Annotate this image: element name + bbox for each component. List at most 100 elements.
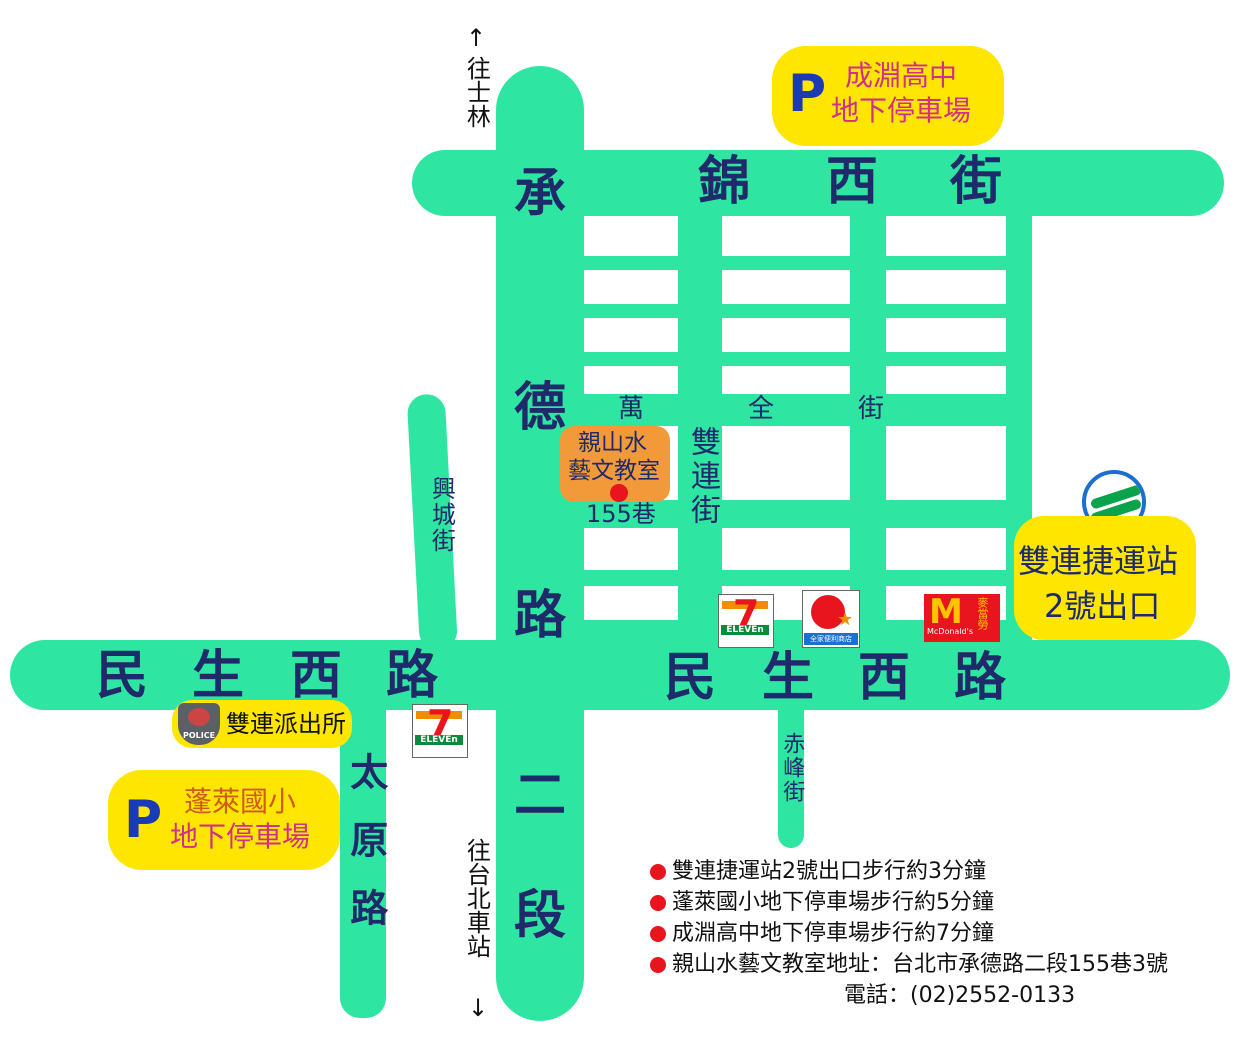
label-xingcheng-street: 興城街: [427, 476, 456, 554]
seven-eleven-stripe: [416, 711, 462, 719]
label-chengde-3: 路: [514, 586, 567, 646]
seven-eleven-text: ELEVEn: [415, 735, 463, 745]
parking-penglai-name: 蓬萊國小: [183, 785, 296, 818]
block: [584, 318, 678, 352]
familymart-star-icon: ★: [837, 609, 854, 630]
block: [886, 426, 1006, 500]
block: [722, 270, 850, 304]
phone-text: 電話：(02)2552-0133: [844, 983, 1076, 1008]
police-badge-text: POLICE: [183, 731, 216, 740]
parking-chengyuan-type: 地下停車場: [830, 94, 971, 127]
label-minsheng-right-1: 民: [664, 648, 717, 708]
block: [886, 216, 1006, 256]
block: [886, 528, 1006, 570]
block: [584, 528, 678, 570]
label-minsheng-left-4: 路: [386, 646, 439, 706]
label-wanquan-1: 萬: [618, 394, 645, 424]
mcdonalds-text: McDonald's: [927, 627, 973, 636]
block: [722, 216, 850, 256]
studio-name-line1: 親山水: [578, 430, 647, 456]
seven-eleven-logo[interactable]: 7 ELEVEn: [718, 594, 774, 648]
studio-name-line2: 藝文教室: [568, 458, 660, 484]
block: [722, 318, 850, 352]
label-minsheng-right-4: 路: [954, 648, 1007, 708]
seven-eleven-text: ELEVEn: [721, 625, 769, 635]
road-minsheng-west-road: [10, 640, 1230, 710]
label-taiyuan-road: 太原路: [343, 752, 388, 956]
familymart-face-icon: [811, 595, 845, 629]
block: [886, 270, 1006, 304]
parking-icon: P: [788, 64, 827, 124]
police-station-label: 雙連派出所: [226, 710, 346, 738]
block: [584, 216, 678, 256]
legend-text: 雙連捷運站2號出口步行約3分鐘: [672, 859, 986, 884]
bullet-icon: [650, 956, 666, 973]
north-arrow: ↑: [466, 24, 487, 52]
parking-penglai-box[interactable]: [108, 770, 340, 870]
parking-icon: P: [124, 790, 163, 850]
legend-text: 親山水藝文教室地址：台北市承德路二段155巷3號: [672, 952, 1168, 977]
legend-item: 親山水藝文教室地址：台北市承德路二段155巷3號: [650, 949, 1168, 980]
north-direction-label: 往士林: [462, 56, 491, 128]
mcdonalds-logo[interactable]: M McDonald's 麥當勞: [924, 594, 1000, 642]
block: [584, 366, 678, 394]
road-chifeng-street: [778, 690, 804, 848]
legend-text: 蓬萊國小地下停車場步行約5分鐘: [672, 890, 994, 915]
seven-eleven-logo[interactable]: 7 ELEVEn: [412, 704, 468, 758]
mcdonalds-arches-icon: M: [929, 592, 963, 632]
bullet-icon: [650, 863, 666, 880]
mrt-station-box[interactable]: [1014, 516, 1196, 640]
mrt-station-name: 雙連捷運站: [1018, 542, 1179, 580]
road-east-block: [584, 200, 1032, 650]
label-chengde-4: 二: [514, 766, 567, 826]
label-jinxi-3: 街: [950, 152, 1003, 212]
bullet-icon: [650, 894, 666, 911]
label-chengde-1: 承: [514, 164, 567, 224]
legend-item: 雙連捷運站2號出口步行約3分鐘: [650, 856, 1168, 887]
label-shuanglian-street: 雙連街: [685, 426, 720, 528]
block: [584, 586, 678, 620]
familymart-text: 全家便利商店: [804, 633, 858, 645]
seven-eleven-stripe: [722, 601, 768, 609]
police-badge-inner: [188, 708, 210, 726]
label-chifeng-street: 赤峰街: [779, 732, 805, 804]
label-minsheng-right-2: 生: [762, 648, 815, 708]
legend-item: 蓬萊國小地下停車場步行約5分鐘: [650, 887, 1168, 918]
label-wanquan-3: 街: [858, 394, 885, 424]
legend: 雙連捷運站2號出口步行約3分鐘 蓬萊國小地下停車場步行約5分鐘 成淵高中地下停車…: [650, 856, 1168, 1011]
parking-chengyuan-label: 成淵高中 地下停車場: [816, 58, 986, 128]
label-minsheng-right-3: 西: [858, 648, 911, 708]
parking-penglai-label: 蓬萊國小 地下停車場: [150, 784, 330, 854]
block: [722, 426, 850, 500]
mcdonalds-cn-text: 麥當勞: [976, 597, 989, 630]
studio-marker-dot: [610, 484, 628, 502]
legend-text: 成淵高中地下停車場步行約7分鐘: [672, 921, 994, 946]
legend-item: 成淵高中地下停車場步行約7分鐘: [650, 918, 1168, 949]
parking-chengyuan-name: 成淵高中: [844, 59, 957, 92]
road-taiyuan-road: [340, 690, 386, 1018]
label-minsheng-left-2: 生: [192, 646, 245, 706]
block: [584, 270, 678, 304]
mrt-station-exit: 2號出口: [1044, 587, 1161, 625]
label-minsheng-left-1: 民: [96, 646, 149, 706]
label-jinxi-1: 錦: [698, 152, 751, 212]
block: [886, 318, 1006, 352]
label-chengde-5: 段: [514, 886, 567, 946]
legend-phone: 電話：(02)2552-0133: [650, 980, 1168, 1011]
south-direction-label: 往台北車站: [462, 838, 491, 958]
label-minsheng-left-3: 西: [290, 646, 343, 706]
block: [722, 366, 850, 394]
parking-chengyuan-box[interactable]: [772, 46, 1004, 146]
road-chengde-road: [496, 66, 584, 1021]
block: [886, 366, 1006, 394]
label-lane-155: 155巷: [586, 500, 656, 528]
familymart-logo[interactable]: ★ 全家便利商店: [802, 590, 860, 648]
label-wanquan-2: 全: [748, 394, 775, 424]
label-chengde-2: 德: [514, 378, 567, 438]
south-arrow: ↓: [468, 994, 489, 1022]
bullet-icon: [650, 925, 666, 942]
parking-penglai-type: 地下停車場: [169, 820, 310, 853]
block: [722, 528, 850, 570]
label-jinxi-2: 西: [826, 152, 879, 212]
